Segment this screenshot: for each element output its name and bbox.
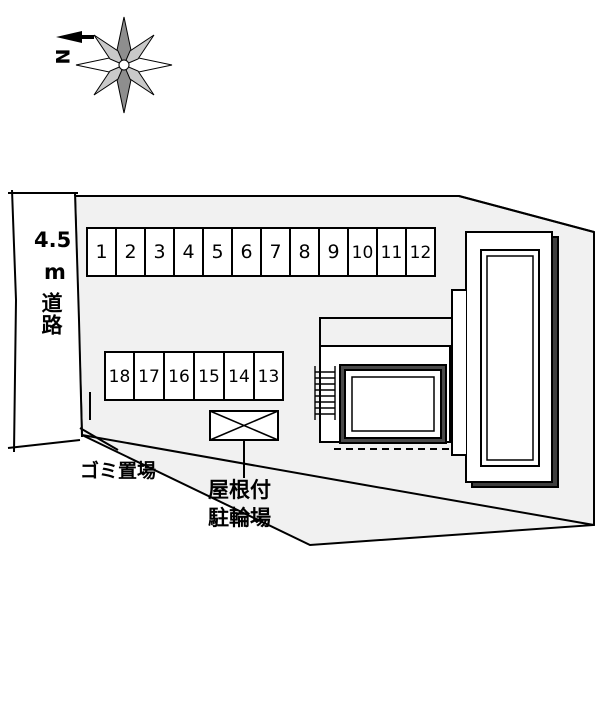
parking-stall-10: 10 <box>351 243 374 263</box>
parking-stall-7: 7 <box>269 241 282 263</box>
parking-stall-1: 1 <box>95 241 108 263</box>
parking-stall-14: 14 <box>228 367 250 387</box>
parking-stall-2: 2 <box>124 241 137 263</box>
street-left-edge <box>11 189 18 453</box>
parking-stall-11: 11 <box>380 243 403 263</box>
road-unit-label: m <box>44 260 66 284</box>
walkway-to-building <box>319 289 466 456</box>
parking-stall-15: 15 <box>198 367 220 387</box>
road-name-label: 道路 <box>39 292 63 336</box>
road-width-label: 4.5 <box>34 228 72 252</box>
parking-stall-5: 5 <box>211 241 224 263</box>
parking-stall-6: 6 <box>240 241 253 263</box>
north-arrow <box>56 16 173 114</box>
lot-edge-lower <box>81 434 595 526</box>
parking-row-bottom <box>104 351 284 401</box>
parking-row-top <box>86 227 436 277</box>
entrance-building <box>319 345 451 444</box>
parking-stall-8: 8 <box>298 241 311 263</box>
main-building <box>465 231 559 488</box>
street-right-edge <box>74 192 83 438</box>
stairs-hatching <box>314 366 336 420</box>
lot-edge-upper-right <box>458 195 595 233</box>
parking-stall-17: 17 <box>138 367 160 387</box>
trash-area-label: ゴミ置場 <box>80 460 157 482</box>
street-area <box>10 196 82 448</box>
bike-parking-label-line2: 駐輪場 <box>208 506 271 530</box>
bike-parking-label-line1: 屋根付 <box>208 478 271 502</box>
trash-area-marker <box>79 392 119 451</box>
street-bottom-cap <box>7 439 81 449</box>
bicycle-parking-shelter <box>209 410 279 441</box>
north-label: N <box>52 48 75 65</box>
parking-stall-13: 13 <box>257 367 280 387</box>
parking-stall-12: 12 <box>409 243 432 263</box>
parking-stall-3: 3 <box>153 241 166 263</box>
parking-stall-9: 9 <box>327 241 340 263</box>
parking-stall-16: 16 <box>168 367 190 387</box>
parking-stall-4: 4 <box>182 241 195 263</box>
parking-stall-18: 18 <box>108 367 131 387</box>
